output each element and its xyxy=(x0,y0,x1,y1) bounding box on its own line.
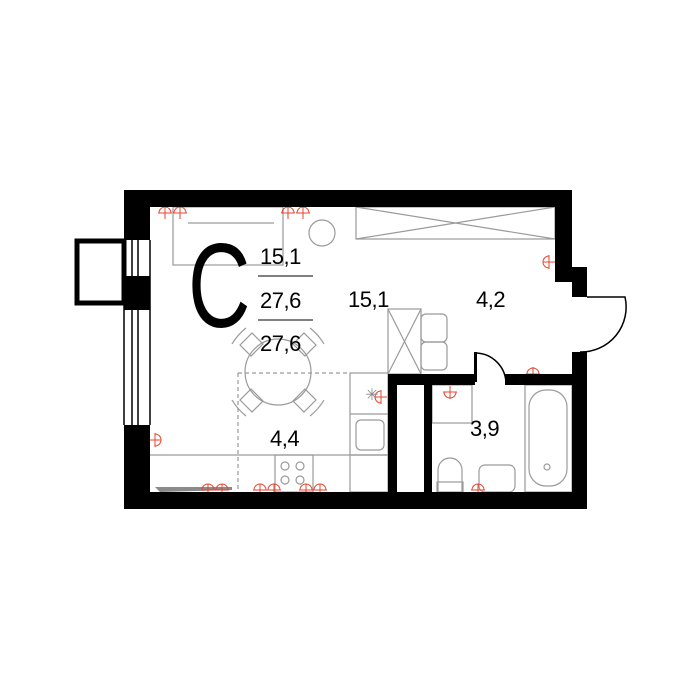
extractor-icon-glyph: ✳ xyxy=(365,385,378,404)
total-area-label: 27,6 xyxy=(260,288,301,313)
total-area-balcony-label: 27,6 xyxy=(260,331,301,356)
room-area-kitchen: 4,4 xyxy=(270,426,300,451)
cooktop xyxy=(274,454,314,493)
room-area-living: 15,1 xyxy=(348,287,389,312)
toilet xyxy=(437,457,463,492)
washbasin xyxy=(478,464,516,493)
living-area-label: 15,1 xyxy=(260,244,301,269)
bathtub xyxy=(528,389,568,487)
dining-table xyxy=(244,338,312,406)
room-area-bathroom: 3,9 xyxy=(470,416,500,441)
bathroom-door[interactable] xyxy=(475,352,507,384)
plant xyxy=(308,219,336,247)
balcony xyxy=(74,238,127,306)
entrance-door[interactable] xyxy=(579,296,627,353)
kitchen-sink xyxy=(355,419,385,451)
bar-counter xyxy=(155,487,232,492)
apartment-type-letter: C xyxy=(188,219,251,353)
walls xyxy=(124,190,587,509)
room-area-hallway: 4,2 xyxy=(476,287,506,312)
chairs xyxy=(231,327,325,417)
window[interactable] xyxy=(123,240,151,425)
furniture xyxy=(150,206,573,493)
